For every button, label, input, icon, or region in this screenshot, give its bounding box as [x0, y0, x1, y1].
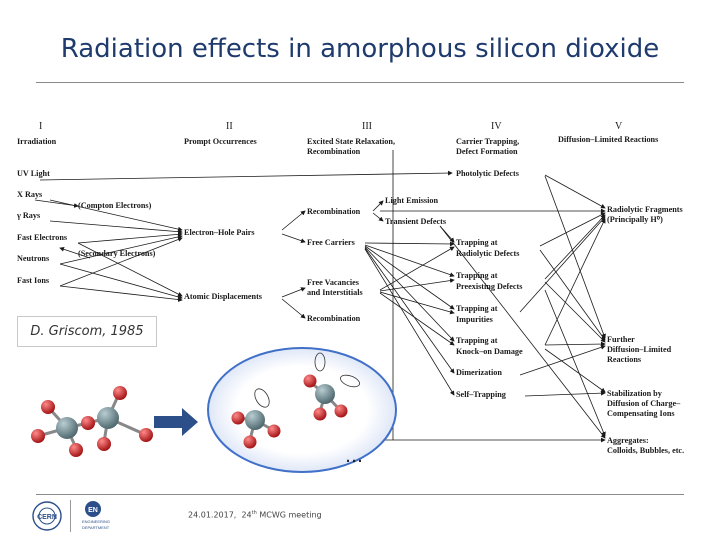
- diff-aggregates-a: Aggregates:: [607, 436, 649, 445]
- trap-knockon-b: Knock–on Damage: [456, 347, 523, 356]
- oxygen-atom: [31, 429, 45, 443]
- sio2-molecule-left: [31, 386, 153, 457]
- header-irradiation: Irradiation: [17, 137, 57, 146]
- svg-text:CERN: CERN: [37, 514, 57, 521]
- footer-meeting-name: MCWG meeting: [256, 510, 322, 520]
- trap-photolytic-defects: Photolytic Defects: [456, 169, 519, 178]
- oxygen-atom: [243, 435, 257, 449]
- oxygen-atom: [334, 404, 348, 418]
- en-department-logo: EN ENGINEERING DEPARTMENT: [80, 499, 120, 538]
- stage-iv: IV: [491, 121, 502, 132]
- ellipsis: …: [345, 446, 363, 467]
- silicon-atom: [56, 417, 78, 439]
- diff-further-c: Reactions: [607, 355, 641, 364]
- sio2-molecule-defect-1: [231, 388, 281, 449]
- source-neutrons: Neutrons: [17, 254, 49, 263]
- svg-text:ENGINEERING: ENGINEERING: [82, 519, 110, 524]
- stage-ii: II: [226, 121, 233, 132]
- svg-text:EN: EN: [88, 507, 98, 514]
- relax-recombination-2: Recombination: [307, 314, 361, 323]
- source-x-rays: X Rays: [17, 190, 42, 199]
- note-compton: (Compton Electrons): [78, 201, 152, 210]
- diff-aggregates-b: Colloids, Bubbles, etc.: [607, 446, 684, 455]
- footer-date-meeting: 24.01.2017, 24th MCWG meeting: [188, 510, 322, 520]
- relax-free-vacancies: Free Vacancies: [307, 278, 359, 287]
- dangling-bond-orbital: [254, 388, 270, 408]
- footer-divider: [36, 494, 684, 495]
- prompt-atomic-displacements: Atomic Displacements: [184, 292, 262, 301]
- relax-transient-defects: Transient Defects: [385, 217, 446, 226]
- silicon-atom: [245, 410, 265, 430]
- source-gamma-rays: γ Rays: [16, 211, 40, 220]
- header-relax-b: Recombination: [307, 147, 361, 156]
- relax-recombination: Recombination: [307, 207, 361, 216]
- header-trapping-b: Defect Formation: [456, 147, 518, 156]
- stage-i: I: [39, 121, 42, 132]
- title-divider: [36, 82, 684, 83]
- diff-stabilization-b: Diffusion of Charge–: [607, 399, 681, 408]
- header-trapping-a: Carrier Trapping,: [456, 137, 519, 146]
- dangling-bond-orbital: [340, 374, 360, 388]
- relax-free-carriers: Free Carriers: [307, 238, 355, 247]
- diff-further-b: Diffusion–Limited: [607, 345, 672, 354]
- footer-date: 24.01.2017,: [188, 510, 237, 520]
- trap-radiolytic-b: Radiolytic Defects: [456, 249, 519, 258]
- page-title: Radiation effects in amorphous silicon d…: [60, 34, 660, 64]
- trap-self-trapping: Self–Trapping: [456, 390, 507, 399]
- trap-impurities-b: Impurities: [456, 315, 493, 324]
- header-relax-a: Excited State Relaxation,: [307, 137, 395, 146]
- oxygen-atom: [267, 424, 281, 438]
- diff-stabilization-c: Compensating Ions: [607, 409, 675, 418]
- diff-radiolytic-fragments-b: (Principally H⁰): [607, 215, 663, 224]
- oxygen-atom: [139, 428, 153, 442]
- svg-text:DEPARTMENT: DEPARTMENT: [82, 525, 110, 530]
- trap-preexisting-b: Preexisting Defects: [456, 282, 522, 291]
- arrows-relaxation: [364, 200, 455, 396]
- cern-logo: CERN: [30, 499, 64, 538]
- defect-ring: [207, 347, 397, 473]
- note-secondary: (Secondary Electrons): [78, 249, 156, 258]
- trap-preexisting-a: Trapping at: [456, 271, 498, 280]
- oxygen-atom: [231, 411, 245, 425]
- footer-meeting-number: 24: [241, 510, 252, 520]
- header-prompt: Prompt Occurrences: [184, 137, 257, 146]
- oxygen-atom: [303, 374, 317, 388]
- source-fast-ions: Fast Ions: [17, 276, 49, 285]
- oxygen-atom: [313, 407, 327, 421]
- relax-light-emission: Light Emission: [385, 196, 438, 205]
- logo-separator: [70, 500, 71, 532]
- trap-radiolytic-a: Trapping at: [456, 238, 498, 247]
- stage-iii: III: [362, 121, 372, 132]
- oxygen-atom: [69, 443, 83, 457]
- relax-interstitials: and Interstitials: [307, 288, 363, 297]
- footer-meeting-suffix: th: [251, 510, 257, 516]
- trap-knockon-a: Trapping at: [456, 336, 498, 345]
- silicon-atom: [315, 384, 335, 404]
- dangling-bond-orbital: [314, 352, 326, 372]
- source-fast-electrons: Fast Electrons: [17, 233, 67, 242]
- prompt-electron-hole-pairs: Electron–Hole Pairs: [184, 228, 255, 237]
- trap-impurities-a: Trapping at: [456, 304, 498, 313]
- process-arrow: [154, 408, 198, 436]
- citation-credit: D. Griscom, 1985: [17, 316, 157, 347]
- arrows-prompt: [281, 210, 306, 319]
- header-diffusion: Diffusion–Limited Reactions: [558, 135, 658, 144]
- diff-stabilization-a: Stabilization by: [607, 389, 663, 398]
- oxygen-atom: [113, 386, 127, 400]
- arrows-irradiation: [34, 170, 453, 302]
- oxygen-atom: [41, 400, 55, 414]
- trap-dimerization: Dimerization: [456, 368, 502, 377]
- silicon-atom: [97, 407, 119, 429]
- diff-further-a: Further: [607, 335, 635, 344]
- diff-radiolytic-fragments-a: Radiolytic Fragments: [607, 205, 683, 214]
- arrows-trapping: [370, 174, 606, 443]
- stage-v: V: [615, 121, 623, 132]
- sio2-molecule-defect-2: [303, 352, 360, 421]
- oxygen-atom: [81, 416, 95, 430]
- oxygen-atom: [97, 437, 111, 451]
- source-uv-light: UV Light: [17, 169, 50, 178]
